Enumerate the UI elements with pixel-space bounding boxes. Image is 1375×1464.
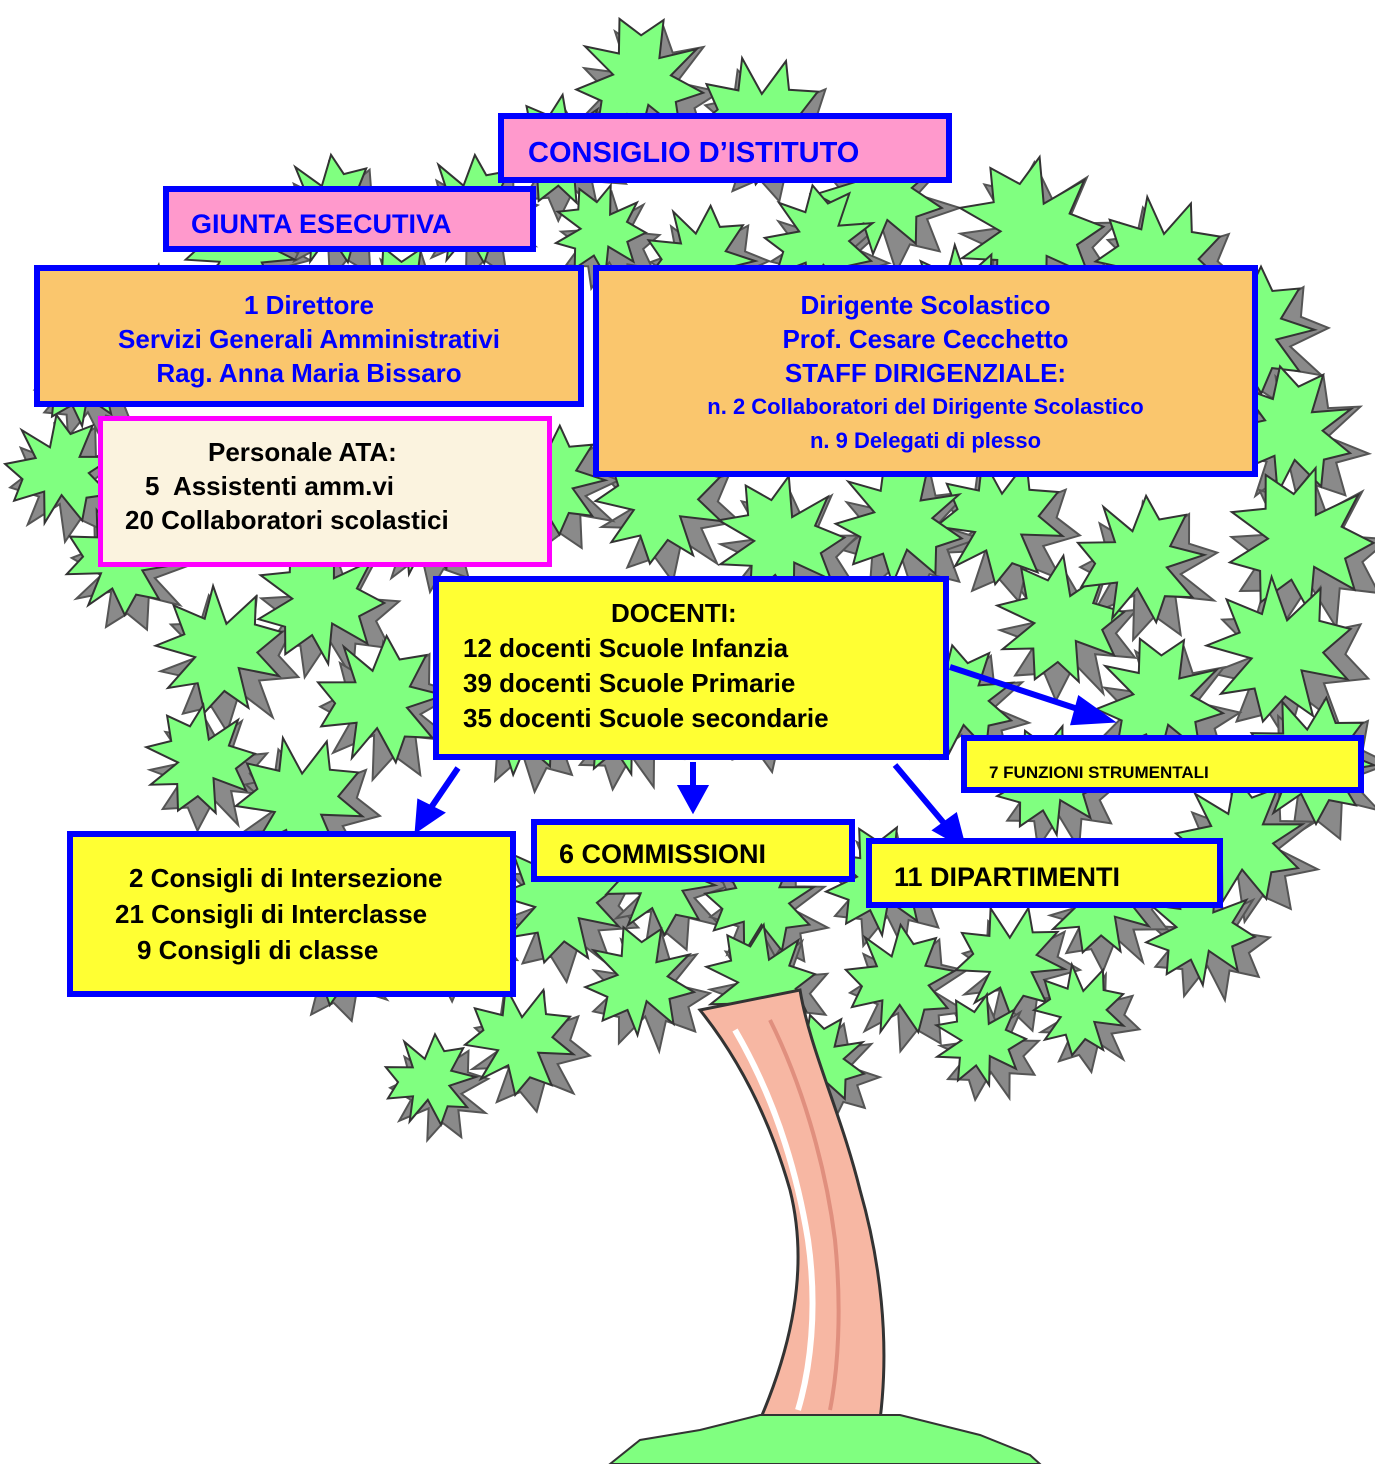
ata-line: Personale ATA: xyxy=(208,437,397,467)
trunk-highlight xyxy=(732,1028,816,1411)
leaf-cluster xyxy=(1173,773,1306,906)
funzioni-strumentali-box: 7 FUNZIONI STRUMENTALI xyxy=(961,735,1364,793)
leaf-cluster xyxy=(715,473,847,607)
leaf-cluster xyxy=(1143,874,1257,989)
trunk-highlight-2 xyxy=(768,1019,841,1411)
consigli-line: 2 Consigli di Intersezione xyxy=(129,863,443,893)
consigli-line: 9 Consigli di classe xyxy=(137,935,379,965)
leaf-cluster xyxy=(933,454,1066,587)
docenti-line: 12 docenti Scuole Infanzia xyxy=(463,633,789,663)
leaf-cluster xyxy=(953,905,1069,1018)
arrow-to-dipartimenti xyxy=(892,763,951,830)
leaf-cluster xyxy=(956,154,1106,306)
consiglio-istituto-box: CONSIGLIO D’ISTITUTO xyxy=(498,113,952,183)
leaf-cluster xyxy=(843,922,958,1036)
dsga-box: 1 Direttore Servizi Generali Amministrat… xyxy=(34,265,584,407)
leaf-cluster xyxy=(1075,493,1208,625)
commissioni-box: 6 COMMISSIONI xyxy=(531,819,855,882)
funzioni-strumentali-label: 7 FUNZIONI STRUMENTALI xyxy=(989,763,1209,782)
dipartimenti-box: 11 DIPARTIMENTI xyxy=(866,838,1223,908)
dsga-line: Servizi Generali Amministrativi xyxy=(118,324,500,354)
consigli-line: 21 Consigli di Interclasse xyxy=(115,899,428,929)
ground-grass xyxy=(608,1414,1042,1464)
giunta-esecutiva-box: GIUNTA ESECUTIVA xyxy=(163,186,536,252)
leaf-cluster xyxy=(152,582,285,715)
arrowhead-funzioni xyxy=(1070,695,1117,726)
docenti-line: 39 docenti Scuole Primarie xyxy=(463,668,796,698)
leaf-cluster xyxy=(933,991,1029,1089)
arrowhead-commissioni xyxy=(676,785,710,815)
arrow-to-consigli xyxy=(425,766,461,814)
dirigente-line: STAFF DIRIGENZIALE: xyxy=(784,358,1067,388)
personale-ata-box: Personale ATA: 5 Assistenti amm.vi 20 Co… xyxy=(98,416,552,567)
dirigente-line: Dirigente Scolastico xyxy=(800,290,1051,320)
arrowhead-dipartimenti xyxy=(931,811,967,851)
leaf-cluster xyxy=(1031,961,1127,1058)
leaf-cluster xyxy=(143,702,257,816)
leaf-cluster xyxy=(462,983,577,1098)
ata-line: 5 Assistenti amm.vi xyxy=(145,471,395,501)
dirigente-line: n. 2 Collaboratori del Dirigente Scolast… xyxy=(707,394,1144,419)
leaf-cluster xyxy=(553,182,649,279)
dipartimenti-label: 11 DIPARTIMENTI xyxy=(894,862,1121,892)
arrowhead-consigli xyxy=(414,798,446,835)
leaf-cluster xyxy=(1093,636,1226,768)
consigli-box: 2 Consigli di Intersezione 21 Consigli d… xyxy=(67,831,516,997)
connector-arrows xyxy=(414,664,1117,851)
leaf-cluster xyxy=(2,412,117,527)
arrow-to-funzioni xyxy=(949,664,1091,716)
commissioni-label: 6 COMMISSIONI xyxy=(559,839,767,869)
dirigente-line: Prof. Cesare Cecchetto xyxy=(782,324,1069,354)
giunta-esecutiva-label: GIUNTA ESECUTIVA xyxy=(191,209,452,239)
docenti-box: DOCENTI: 12 docenti Scuole Infanzia 39 d… xyxy=(433,576,949,760)
consiglio-istituto-label: CONSIGLIO D’ISTITUTO xyxy=(528,137,860,169)
leaf-cluster xyxy=(315,633,448,765)
leaf-cluster xyxy=(994,552,1127,685)
leaf-cluster xyxy=(383,1031,480,1128)
docenti-line: 35 docenti Scuole secondarie xyxy=(463,703,829,733)
dsga-line: Rag. Anna Maria Bissaro xyxy=(156,358,462,388)
dsga-line: 1 Direttore xyxy=(243,290,375,320)
dirigente-line: n. 9 Delegati di plesso xyxy=(809,428,1042,453)
ata-line: 20 Collaboratori scolastici xyxy=(125,505,449,535)
leaf-cluster xyxy=(1227,465,1375,617)
docenti-line: DOCENTI: xyxy=(611,598,737,628)
leaf-cluster xyxy=(582,925,697,1039)
dirigente-scolastico-box: Dirigente Scolastico Prof. Cesare Cecche… xyxy=(593,265,1258,477)
leaf-cluster xyxy=(1203,573,1353,724)
